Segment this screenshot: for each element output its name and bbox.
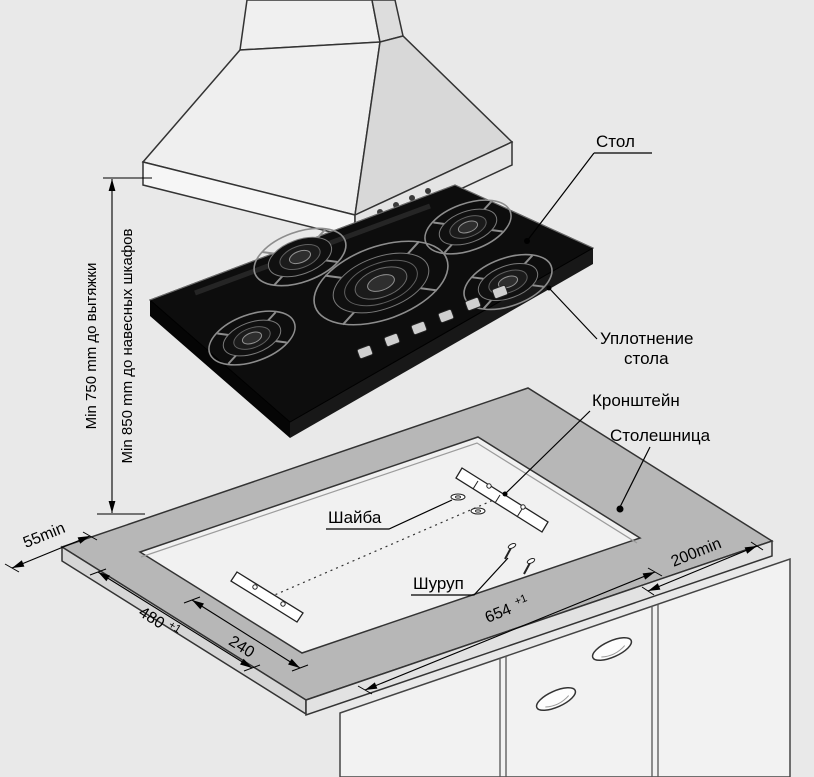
leader-dot bbox=[502, 491, 508, 497]
door-handle bbox=[535, 687, 577, 711]
extension-line bbox=[89, 568, 107, 576]
knob-icon bbox=[356, 344, 374, 360]
cutout-inner-wall bbox=[140, 442, 638, 558]
leader-dot bbox=[546, 285, 552, 291]
extension-line bbox=[641, 586, 655, 596]
extension-line bbox=[291, 664, 309, 672]
leader-line bbox=[619, 446, 651, 508]
screw-icon bbox=[504, 543, 517, 560]
dimension-vertical-heights: Min 750 mm до вытяжки Min 850 mm до наве… bbox=[83, 177, 152, 515]
knob-icon bbox=[464, 296, 482, 312]
bracket-hatch bbox=[516, 508, 523, 518]
bracket-hole-icon bbox=[520, 504, 526, 510]
hood-button-icon bbox=[409, 195, 415, 201]
extension-line bbox=[4, 563, 20, 573]
bracket-hatch bbox=[472, 480, 479, 490]
washer-icon bbox=[470, 507, 486, 515]
bracket-hole-icon bbox=[280, 601, 286, 607]
bracket-right bbox=[455, 467, 549, 533]
bracket-hole-icon bbox=[252, 584, 258, 590]
callout-stol: Стол bbox=[524, 132, 652, 244]
label-kronshtein: Кронштейн bbox=[592, 391, 680, 410]
extension-line bbox=[82, 531, 98, 541]
hood-chimney bbox=[239, 0, 404, 51]
knob-icon bbox=[491, 284, 509, 300]
dim-min750-label: Min 750 mm до вытяжки bbox=[83, 263, 100, 430]
dim-min850-label: Min 850 mm до навесных шкафов bbox=[119, 229, 136, 464]
hood-canopy bbox=[141, 35, 514, 217]
callout-stoleshnitsa: Столешница bbox=[610, 426, 711, 513]
label-uplotnenie-line1: Уплотнение bbox=[600, 329, 693, 348]
washer-icon bbox=[450, 493, 466, 501]
callout-shaiba: Шайба bbox=[326, 499, 453, 530]
extension-line bbox=[357, 685, 373, 695]
label-stol: Стол bbox=[596, 132, 635, 151]
label-shurup: Шуруп bbox=[413, 574, 464, 593]
callout-shurup: Шуруп bbox=[411, 557, 509, 596]
callout-uplotnenie: Уплотнение стола bbox=[546, 285, 693, 368]
leader-line bbox=[526, 152, 652, 242]
burner-back-right bbox=[418, 190, 519, 265]
leader-line bbox=[326, 499, 453, 530]
callout-kronshtein: Кронштейн bbox=[502, 391, 680, 497]
knob-icon bbox=[410, 320, 428, 336]
dim-480-tolerance: +1 bbox=[166, 619, 183, 636]
callouts: Стол Уплотнение стола Кронштейн Столешни… bbox=[326, 132, 711, 596]
label-uplotnenie-line2: стола bbox=[624, 349, 669, 368]
leader-line bbox=[411, 557, 509, 596]
extension-line bbox=[183, 596, 201, 604]
knob-icon bbox=[437, 308, 455, 324]
leader-line bbox=[504, 410, 591, 495]
screw-icon bbox=[523, 558, 536, 575]
burner-back-left bbox=[246, 217, 353, 297]
label-stoleshnitsa: Столешница bbox=[610, 426, 711, 445]
bracket-hatch bbox=[494, 494, 501, 504]
hob bbox=[149, 184, 595, 438]
hob-skirt-left bbox=[150, 300, 290, 438]
knob-icon bbox=[383, 332, 401, 348]
leader-dot bbox=[616, 505, 624, 513]
leader-line bbox=[548, 287, 598, 340]
burner-front-left bbox=[202, 301, 303, 376]
bracket-hole-icon bbox=[486, 483, 492, 489]
label-shaiba: Шайба bbox=[328, 508, 382, 527]
extension-line bbox=[750, 541, 764, 551]
burner-center-wok bbox=[303, 225, 459, 341]
hob-edge-highlight bbox=[149, 184, 594, 301]
dim-654-tolerance: +1 bbox=[513, 592, 529, 608]
hood-button-icon bbox=[425, 188, 431, 194]
control-knobs bbox=[356, 284, 509, 360]
leader-dot bbox=[524, 238, 530, 244]
center-dotted-line bbox=[269, 494, 506, 598]
